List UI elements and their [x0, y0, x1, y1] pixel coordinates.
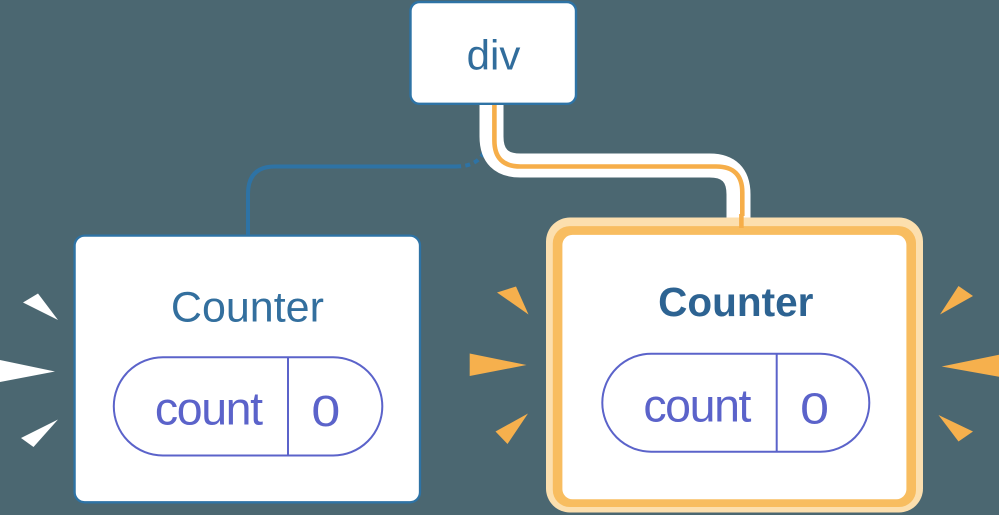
svg-text:div: div: [467, 32, 521, 79]
svg-text:0: 0: [311, 387, 340, 436]
svg-text:Counter: Counter: [171, 284, 324, 332]
svg-text:Counter: Counter: [658, 279, 813, 325]
svg-text:count: count: [155, 383, 263, 435]
svg-text:0: 0: [800, 384, 829, 433]
svg-text:count: count: [643, 380, 751, 432]
